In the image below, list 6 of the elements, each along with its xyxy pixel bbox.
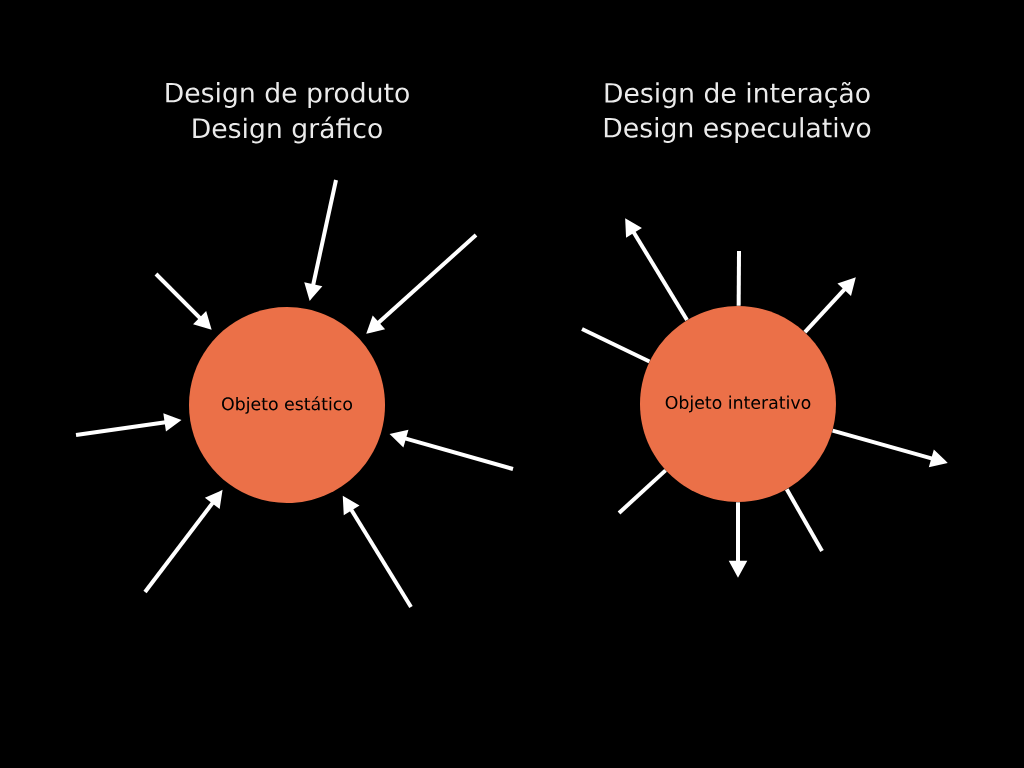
circle-node: Objeto estático — [189, 307, 385, 503]
heading: Design especulativo — [604, 117, 871, 143]
heading: Design de produto — [166, 82, 409, 108]
heading: Design gráfico — [193, 116, 382, 144]
heading: Design de interação — [605, 81, 870, 109]
circle-node: Objeto interativo — [640, 306, 836, 502]
